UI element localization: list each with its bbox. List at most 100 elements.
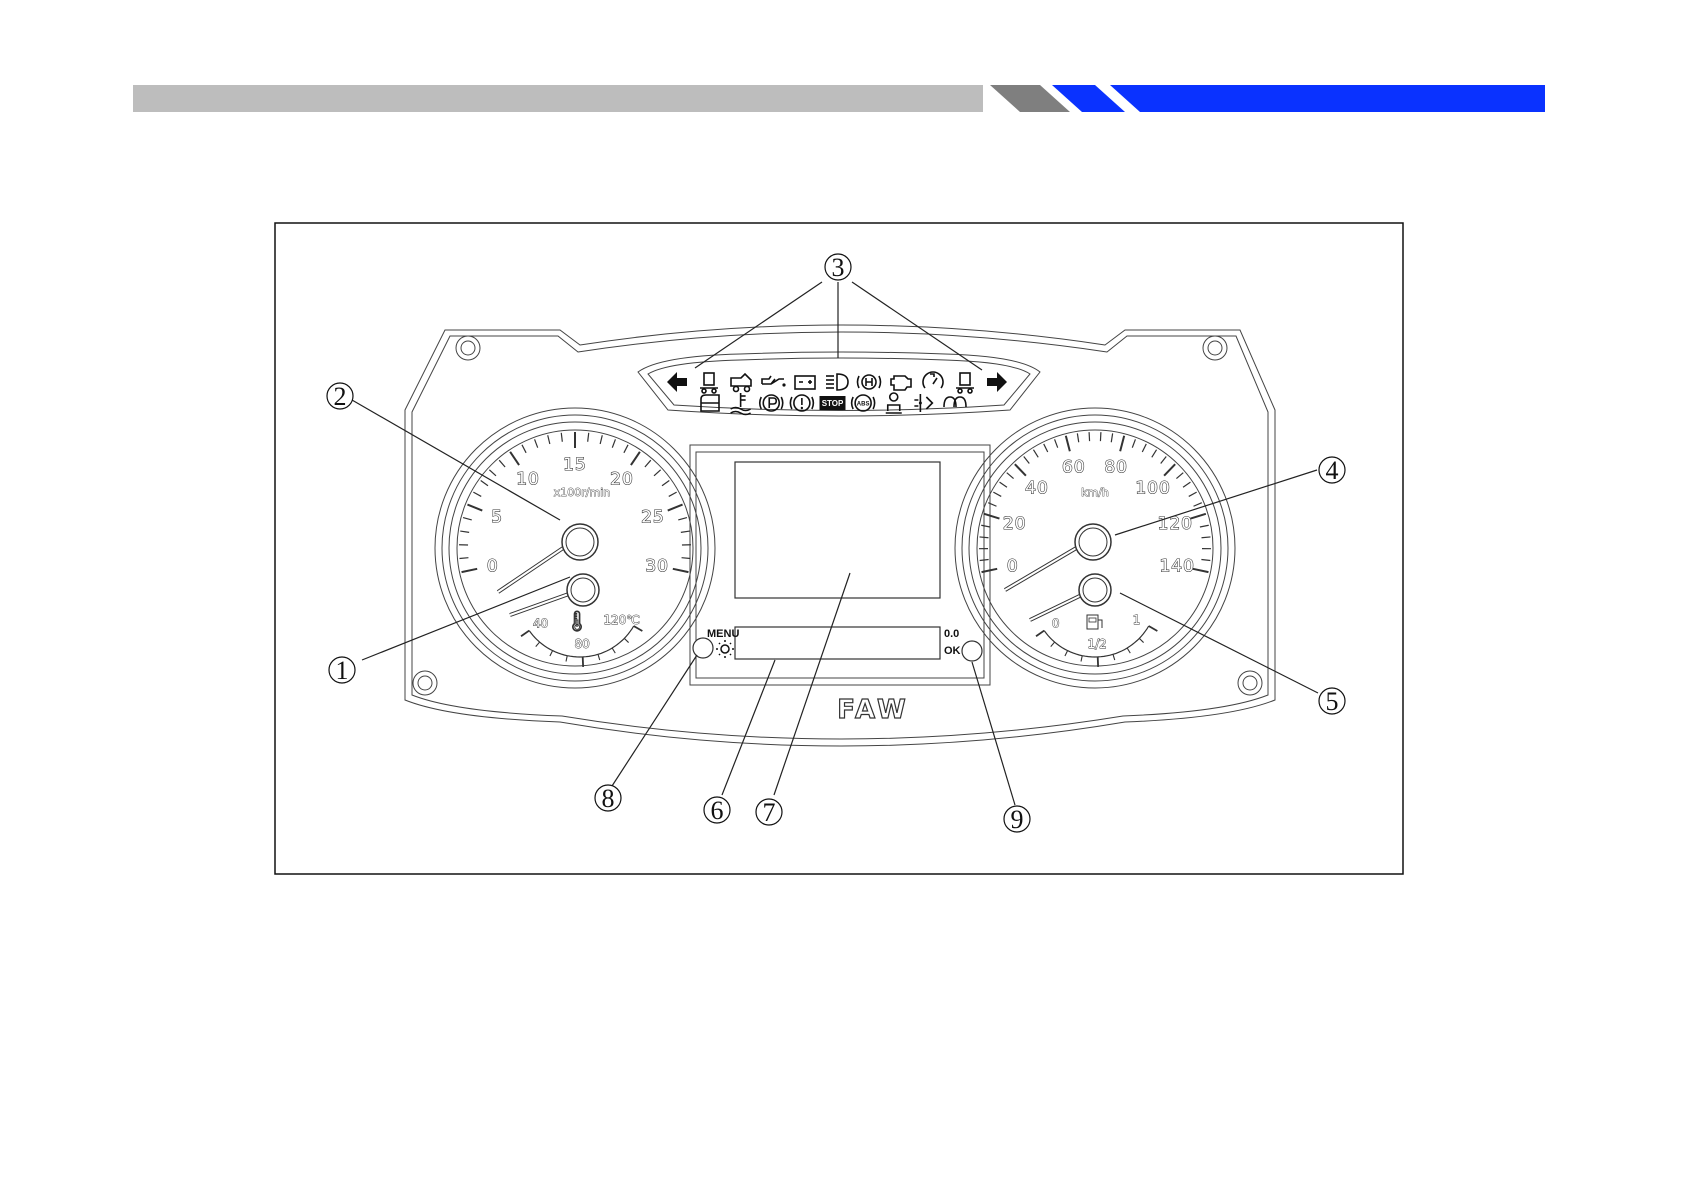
callouts: 1 2 3 4 5 6 7 8 9 (327, 253, 1345, 834)
tachometer-tick (561, 433, 562, 442)
temperature-label: 80 (574, 637, 589, 651)
speedometer-label: 80 (1104, 458, 1128, 478)
ok-value: 0.0 (944, 628, 959, 640)
tachometer-tick (662, 480, 669, 485)
temperature-tick (550, 651, 553, 656)
tachometer-label: 15 (563, 455, 587, 475)
brake-warning-icon (790, 395, 813, 411)
temperature-tick (612, 648, 615, 653)
tachometer-tick (682, 558, 691, 559)
callout-6: 6 (704, 796, 730, 825)
speedometer-tick (1176, 473, 1183, 479)
header-band (133, 85, 1545, 112)
speedometer-label: 40 (1025, 478, 1049, 498)
tachometer-tick (463, 518, 472, 520)
header-gray-bar (133, 85, 983, 112)
speedometer-tick (1200, 525, 1209, 527)
svg-text:2: 2 (334, 382, 347, 411)
tachometer-label: 10 (516, 469, 540, 489)
speedometer-tick (980, 537, 989, 538)
tachometer-tick (459, 558, 468, 559)
speedometer-label: 20 (1003, 514, 1027, 534)
tachometer-tick (548, 435, 550, 444)
speed-limit-icon (923, 372, 943, 388)
speedometer-tick (980, 560, 989, 561)
multifunction-display (735, 462, 940, 598)
svg-text:7: 7 (763, 798, 776, 827)
speedometer-hub (1075, 524, 1111, 560)
menu-button-group: MENU (693, 628, 739, 658)
callout-7: 7 (756, 798, 782, 827)
tachometer-tick (510, 452, 519, 465)
tachometer-label: 20 (610, 469, 634, 489)
tachometer-tick (473, 492, 481, 496)
glow-plug-icon (944, 397, 966, 407)
fuel-tick (1149, 626, 1158, 631)
speedometer-tick (1033, 450, 1038, 458)
fuel-hub (1079, 574, 1111, 606)
exhaust-brake-icon (858, 375, 881, 389)
temperature-tick (521, 631, 529, 637)
speedometer-label: 120 (1158, 514, 1193, 534)
speedometer-tick (1111, 433, 1112, 442)
tachometer-tick (624, 445, 628, 453)
parking-brake-icon (760, 395, 783, 411)
speedometer-label: 140 (1159, 556, 1194, 576)
abs-icon: ABS (852, 395, 875, 411)
fuel-tick (1051, 642, 1055, 647)
svg-text:3: 3 (832, 253, 845, 282)
svg-text:1: 1 (336, 656, 349, 685)
callout-4: 4 (1319, 456, 1345, 485)
fuel-pump-icon (1087, 615, 1102, 629)
tachometer-tick (535, 439, 538, 447)
speedometer-tick (984, 514, 999, 519)
trailer-icon (700, 373, 718, 393)
tachometer-label: 0 (487, 556, 499, 576)
tachometer-tick (681, 531, 690, 532)
temperature-tick (536, 642, 540, 647)
brand-logo: FAW (837, 695, 908, 725)
tachometer-tick (588, 433, 589, 442)
tachometer-tick (460, 531, 469, 532)
tachometer-label: 25 (641, 508, 665, 528)
menu-button[interactable] (693, 638, 713, 658)
tachometer-tick (522, 445, 526, 453)
ok-label: OK (944, 645, 961, 657)
temperature-label: 120℃ (603, 613, 639, 627)
high-beam-icon (826, 374, 848, 390)
temperature-tick (624, 638, 628, 642)
header-blue-bar (1110, 85, 1545, 112)
speedometer-tick (1077, 433, 1078, 442)
tachometer-tick (631, 452, 640, 465)
temperature-hub (567, 574, 599, 606)
ok-button[interactable] (962, 641, 982, 661)
svg-text:6: 6 (711, 796, 724, 825)
speedometer-tick (993, 492, 1001, 496)
tachometer-tick (669, 492, 677, 496)
speedometer-tick (1193, 569, 1209, 572)
tachometer-tick (678, 518, 687, 520)
speedometer-tick (1044, 444, 1048, 452)
callout-9: 9 (1004, 805, 1030, 834)
tachometer-tick (673, 569, 689, 572)
tachometer-tick (645, 460, 651, 467)
stop-text: STOP (822, 399, 844, 408)
svg-text:8: 8 (602, 784, 615, 813)
speedometer-tick (1015, 464, 1026, 476)
oil-pressure-icon (762, 376, 786, 387)
speedometer-tick (1164, 464, 1175, 476)
tachometer-label: 5 (491, 508, 503, 528)
coolant-temp-icon: 🌡 (564, 611, 589, 633)
battery-icon (795, 376, 815, 389)
tachometer-label: 30 (645, 556, 669, 576)
speedometer-tick (1007, 473, 1014, 479)
fuel-tick (1113, 654, 1115, 660)
speedometer-tick (1120, 436, 1124, 451)
speedometer-label: 100 (1135, 478, 1170, 498)
tachometer-hub (562, 524, 598, 560)
svg-text:9: 9 (1011, 805, 1024, 834)
tachometer-tick (462, 569, 478, 572)
fuel-label: 1 (1133, 613, 1141, 627)
speedometer-label: 60 (1062, 458, 1086, 478)
fuel-tick (1036, 631, 1044, 637)
